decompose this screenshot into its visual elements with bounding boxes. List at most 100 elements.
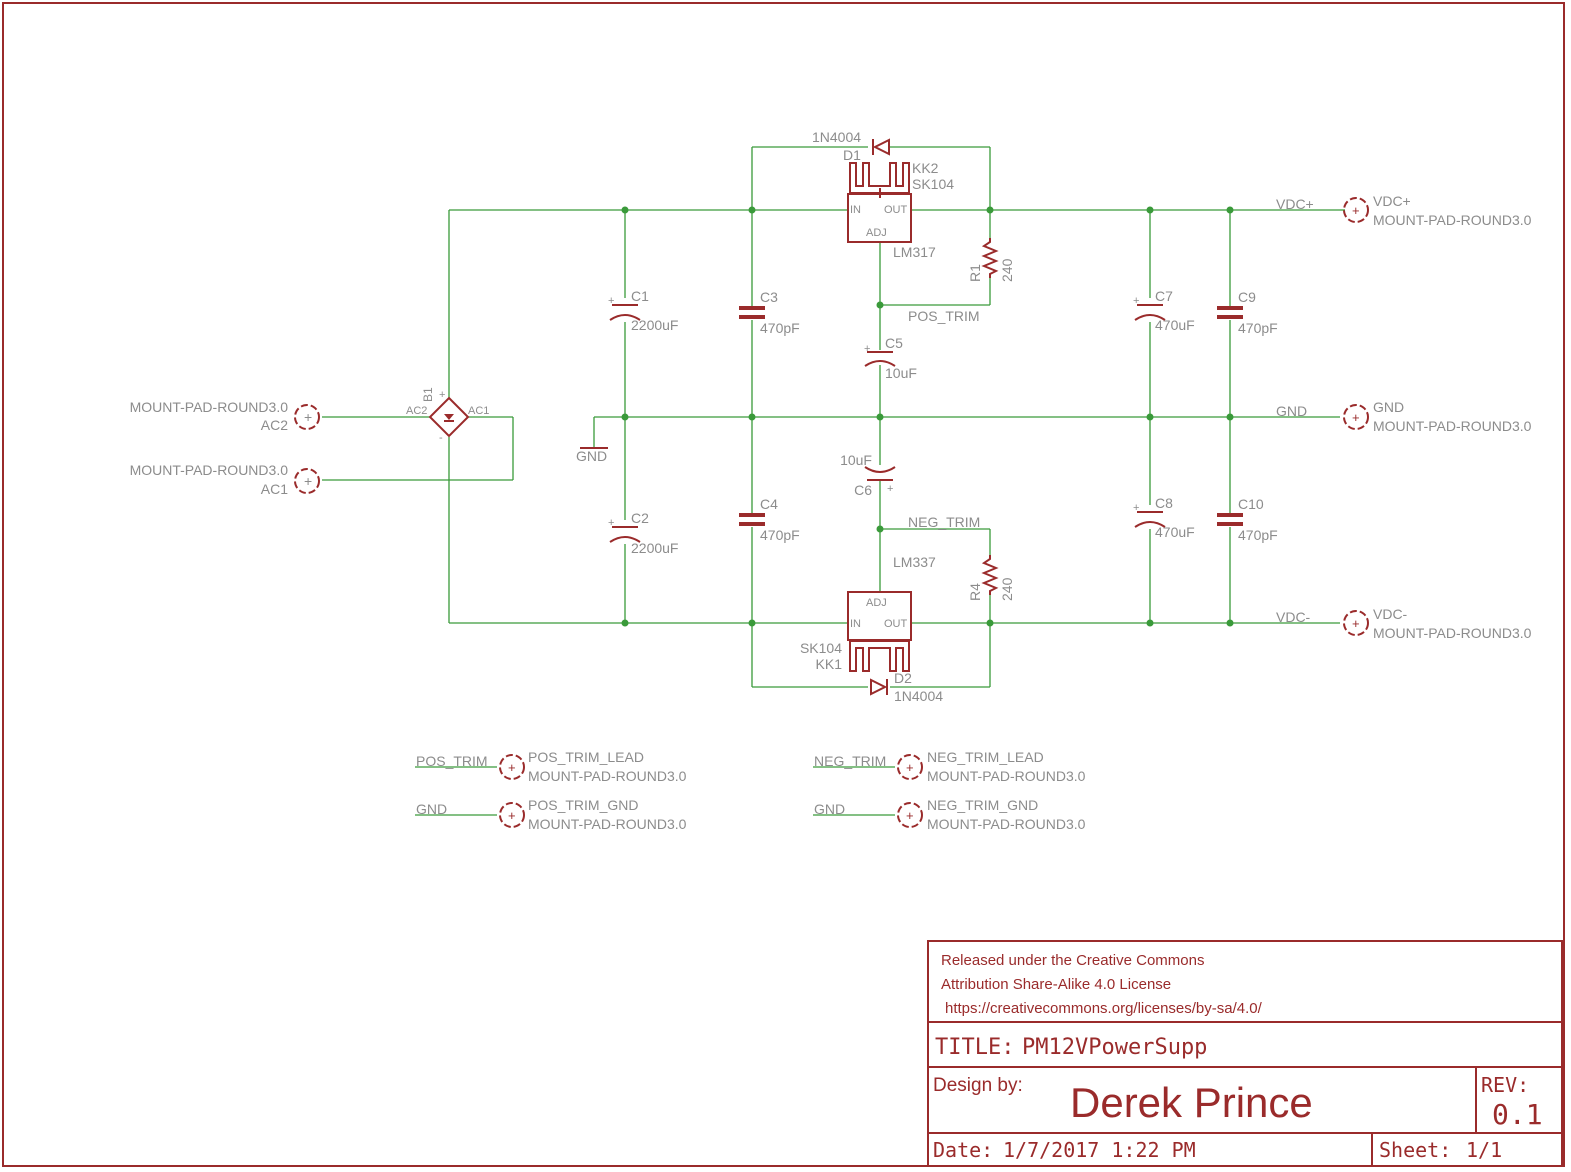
net-label-pos-trim-pad: POS_TRIM — [416, 753, 488, 769]
pad-pos-trim-lead: + — [499, 754, 525, 780]
kk2-name: KK2 — [912, 160, 939, 176]
gnd-symbol-label: GND — [576, 448, 607, 464]
pad-neg-trim-gnd-name: NEG_TRIM_GND — [927, 797, 1038, 813]
c1-name: C1 — [631, 288, 649, 304]
wires — [322, 146, 1340, 816]
pad-pos-trim-gnd: + — [499, 802, 525, 828]
kk1-name: KK1 — [816, 656, 843, 672]
capacitor-c5-icon — [864, 351, 896, 367]
c2-value: 2200uF — [631, 540, 678, 556]
bridge-rectifier-icon — [428, 396, 470, 438]
regulator-lm317-icon — [847, 193, 912, 243]
lm337-pin-adj: ADJ — [866, 597, 887, 609]
pad-neg-trim-lead-value: MOUNT-PAD-ROUND3.0 — [927, 768, 1086, 784]
design-by-label: Design by: — [933, 1075, 1023, 1096]
svg-text:+: + — [1352, 203, 1360, 218]
r1-name: R1 — [967, 264, 983, 282]
pad-pos-trim-lead-name: POS_TRIM_LEAD — [528, 749, 644, 765]
pad-neg-trim-lead: + — [897, 754, 923, 780]
capacitor-c9-icon — [1217, 306, 1243, 319]
c1-value: 2200uF — [631, 317, 678, 333]
date-label: Date: — [933, 1138, 993, 1162]
capacitor-c10-icon — [1217, 513, 1243, 526]
pad-vdc-neg-value: MOUNT-PAD-ROUND3.0 — [1373, 625, 1532, 641]
c2-plus: + — [608, 517, 614, 529]
diode-d1-icon — [872, 138, 890, 156]
net-label-vdc-neg: VDC- — [1276, 609, 1311, 625]
pad-gnd: + — [1343, 404, 1369, 430]
c8-plus: + — [1133, 502, 1139, 514]
bridge-pin-ac2: AC2 — [406, 405, 427, 417]
d2-value: 1N4004 — [894, 688, 943, 704]
net-label-pos-trim-gnd: GND — [416, 801, 447, 817]
heatsink-kk2-icon — [849, 162, 910, 198]
svg-text:+: + — [906, 808, 914, 823]
svg-text:+: + — [304, 409, 312, 425]
d1-name: D1 — [843, 147, 861, 163]
r1-value: 240 — [999, 258, 1015, 282]
c9-name: C9 — [1238, 289, 1256, 305]
c5-name: C5 — [885, 335, 903, 351]
svg-text:+: + — [508, 808, 516, 823]
pad-vdc-neg: + — [1343, 610, 1369, 636]
bridge-minus: - — [439, 432, 443, 444]
kk1-value: SK104 — [800, 640, 842, 656]
pad-gnd-value: MOUNT-PAD-ROUND3.0 — [1373, 418, 1532, 434]
lm317-pin-adj: ADJ — [866, 227, 887, 239]
net-label-neg-trim: NEG_TRIM — [908, 514, 980, 530]
pad-ac1: + — [294, 468, 320, 494]
sheet-title: PM12VPowerSupp — [1022, 1035, 1207, 1060]
pad-neg-trim-gnd: + — [897, 802, 923, 828]
bridge-name: B1 — [421, 387, 435, 402]
d2-name: D2 — [894, 670, 912, 686]
pad-vdc-pos: + — [1343, 197, 1369, 223]
net-label-neg-trim-pad: NEG_TRIM — [814, 753, 886, 769]
d1-value: 1N4004 — [812, 129, 861, 145]
lm317-pin-out: OUT — [884, 204, 908, 216]
license-url: https://creativecommons.org/licenses/by-… — [945, 1000, 1263, 1017]
pad-neg-trim-gnd-value: MOUNT-PAD-ROUND3.0 — [927, 816, 1086, 832]
c5-plus: + — [864, 343, 870, 355]
pad-neg-trim-lead-name: NEG_TRIM_LEAD — [927, 749, 1044, 765]
pad-vdc-neg-name: VDC- — [1373, 606, 1408, 622]
c7-value: 470uF — [1155, 317, 1195, 333]
capacitor-c8-icon — [1134, 511, 1166, 528]
lm317-pin-in: IN — [850, 204, 861, 216]
pad-vdc-pos-value: MOUNT-PAD-ROUND3.0 — [1373, 212, 1532, 228]
svg-text:+: + — [906, 760, 914, 775]
svg-text:+: + — [1352, 616, 1360, 631]
capacitor-c1-icon — [609, 304, 641, 321]
net-label-vdc-pos: VDC+ — [1276, 196, 1314, 212]
pad-ac2-value: MOUNT-PAD-ROUND3.0 — [130, 399, 289, 415]
c2-name: C2 — [631, 510, 649, 526]
capacitor-c3-icon — [739, 306, 765, 319]
r4-name: R4 — [967, 583, 983, 601]
c1-plus: + — [608, 295, 614, 307]
resistor-r1-icon — [981, 238, 999, 278]
capacitor-c4-icon — [739, 513, 765, 526]
capacitor-c6-icon — [864, 466, 896, 481]
c4-value: 470pF — [760, 527, 800, 543]
c5-value: 10uF — [885, 365, 917, 381]
kk2-value: SK104 — [912, 176, 954, 192]
rev-value: 0.1 — [1492, 1098, 1543, 1131]
c6-plus: + — [887, 483, 893, 495]
c7-plus: + — [1133, 295, 1139, 307]
sheet-value: 1/1 — [1466, 1138, 1502, 1162]
net-label-pos-trim: POS_TRIM — [908, 308, 980, 324]
c3-name: C3 — [760, 289, 778, 305]
net-label-neg-trim-gnd: GND — [814, 801, 845, 817]
c6-name: C6 — [854, 482, 872, 498]
c6-value: 10uF — [840, 452, 872, 468]
sheet-label: Sheet: — [1379, 1138, 1451, 1162]
pad-vdc-pos-name: VDC+ — [1373, 193, 1411, 209]
lm337-pin-out: OUT — [884, 618, 908, 630]
lm317-value: LM317 — [893, 244, 936, 260]
r4-value: 240 — [999, 577, 1015, 601]
pad-pos-trim-gnd-name: POS_TRIM_GND — [528, 797, 638, 813]
junction-dots — [621, 206, 1234, 627]
svg-text:+: + — [304, 473, 312, 489]
designer-name: Derek Prince — [1070, 1079, 1313, 1126]
c10-name: C10 — [1238, 496, 1264, 512]
